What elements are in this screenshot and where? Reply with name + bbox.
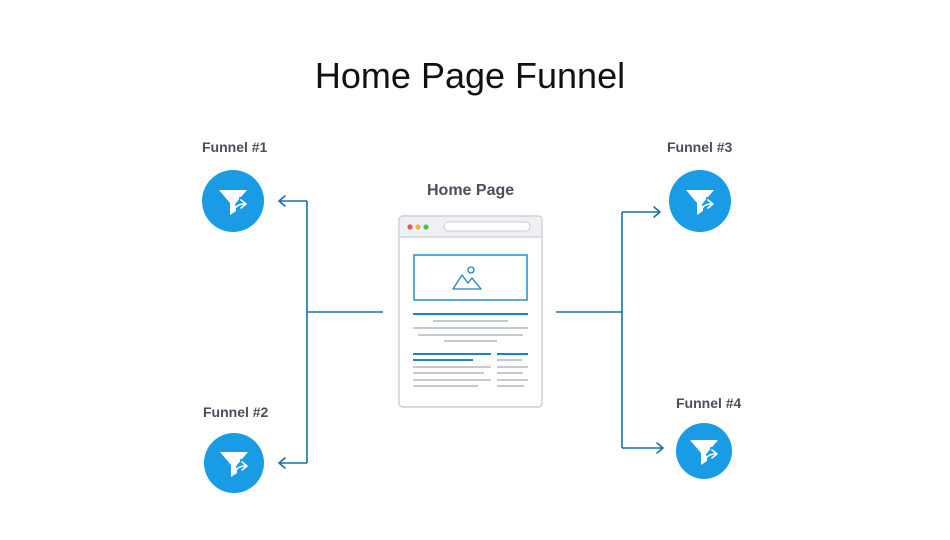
funnel-3-icon bbox=[669, 170, 731, 232]
window-maximize-dot bbox=[423, 224, 429, 230]
funnel-4-icon bbox=[676, 423, 732, 479]
funnel-2-icon bbox=[204, 433, 264, 493]
window-close-dot bbox=[407, 224, 413, 230]
funnel-1-label: Funnel #1 bbox=[202, 139, 268, 155]
page-title: Home Page Funnel bbox=[314, 55, 626, 96]
window-minimize-dot bbox=[415, 224, 421, 230]
funnel-3-label: Funnel #3 bbox=[667, 139, 733, 155]
home-page-mockup bbox=[398, 215, 543, 408]
right-connectors bbox=[556, 206, 664, 454]
funnel-4-label: Funnel #4 bbox=[676, 395, 742, 411]
left-connectors bbox=[278, 195, 383, 469]
image-mountain-icon bbox=[452, 266, 482, 290]
funnel-2-label: Funnel #2 bbox=[203, 404, 269, 420]
funnel-1-icon bbox=[202, 170, 264, 232]
home-page-label: Home Page bbox=[427, 182, 515, 199]
